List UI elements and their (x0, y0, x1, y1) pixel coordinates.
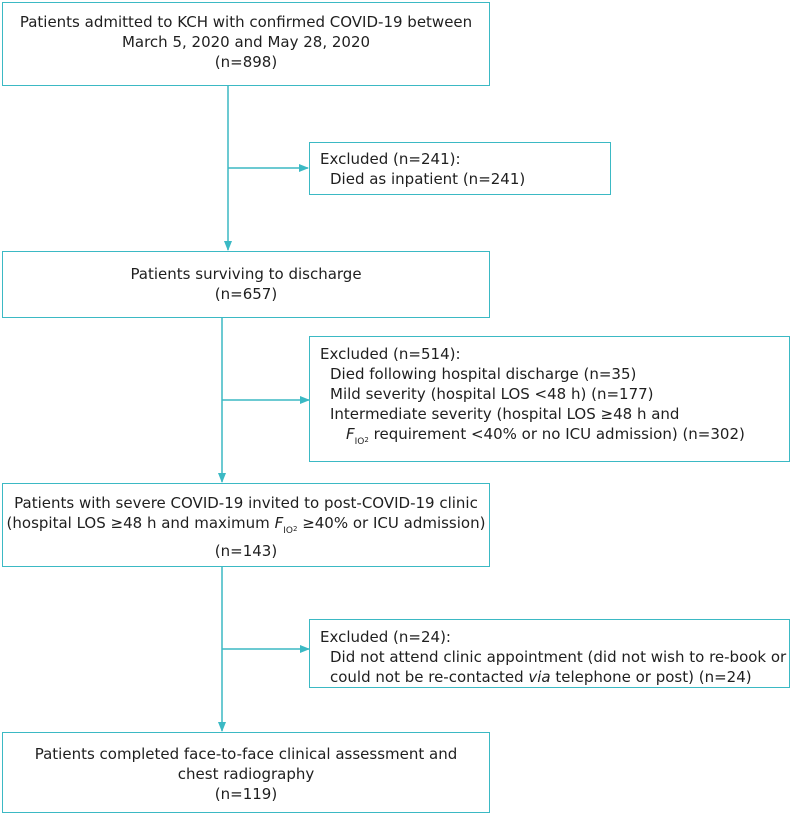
completed-line-3: (n=119) (214, 785, 278, 803)
severe-fio2-f: F (274, 514, 284, 532)
excluded2-line-2: Died following hospital discharge (n=35) (330, 365, 637, 383)
excluded1-line-2: Died as inpatient (n=241) (330, 170, 526, 188)
box-excluded3: Excluded (n=24): Did not attend clinic a… (309, 619, 790, 688)
fio2-f: F (346, 425, 355, 443)
box-excluded1: Excluded (n=241): Died as inpatient (n=2… (309, 142, 611, 195)
box-excluded2: Excluded (n=514): Died following hospita… (309, 336, 790, 462)
admitted-line-3: (n=898) (214, 53, 278, 71)
excluded2-line-3: Mild severity (hospital LOS <48 h) (n=17… (330, 385, 654, 403)
severe-fio2-sub2: 2 (292, 525, 298, 533)
completed-line-1: Patients completed face-to-face clinical… (34, 745, 458, 763)
admitted-line-1: Patients admitted to KCH with confirmed … (19, 13, 473, 31)
fio2-sub2: 2 (364, 436, 369, 444)
surviving-line-2: (n=657) (214, 285, 278, 303)
excluded2-line-4: Intermediate severity (hospital LOS ≥48 … (330, 405, 680, 423)
admitted-line-2: March 5, 2020 and May 28, 2020 (121, 33, 371, 51)
box-severe: Patients with severe COVID-19 invited to… (2, 483, 490, 567)
completed-line-2: chest radiography (177, 765, 315, 783)
excluded3-via: via (528, 668, 551, 686)
severe-line-2-post: ≥40% or ICU admission) (297, 514, 486, 532)
severe-line-3: (n=143) (214, 542, 278, 560)
excluded3-line-3-pre: could not be re-contacted (330, 668, 529, 686)
box-surviving: Patients surviving to discharge (n=657) (2, 251, 490, 318)
excluded3-line-1: Excluded (n=24): (320, 628, 451, 646)
severe-fio2-sub: IO (283, 526, 293, 536)
excluded1-line-1: Excluded (n=241): (320, 150, 461, 168)
surviving-line-1: Patients surviving to discharge (130, 265, 362, 283)
severe-line-1: Patients with severe COVID-19 invited to… (14, 494, 478, 512)
severe-line-2-pre: (hospital LOS ≥48 h and maximum (6, 514, 275, 532)
box-admitted: Patients admitted to KCH with confirmed … (2, 2, 490, 86)
excluded3-line-3-post: telephone or post) (n=24) (550, 668, 752, 686)
excluded2-line-5-rest: requirement <40% or no ICU admission) (n… (373, 425, 745, 443)
fio2-sub: IO (354, 437, 365, 447)
excluded2-line-5: FIO2 requirement <40% or no ICU admissio… (320, 424, 779, 452)
excluded3-line-2: Did not attend clinic appointment (did n… (330, 648, 787, 666)
excluded2-line-1: Excluded (n=514): (320, 345, 461, 363)
box-completed: Patients completed face-to-face clinical… (2, 732, 490, 813)
severe-line-2: (hospital LOS ≥48 h and maximum FIO2 ≥40… (3, 513, 489, 541)
excluded3-line-3: could not be re-contacted via telephone … (320, 667, 779, 687)
